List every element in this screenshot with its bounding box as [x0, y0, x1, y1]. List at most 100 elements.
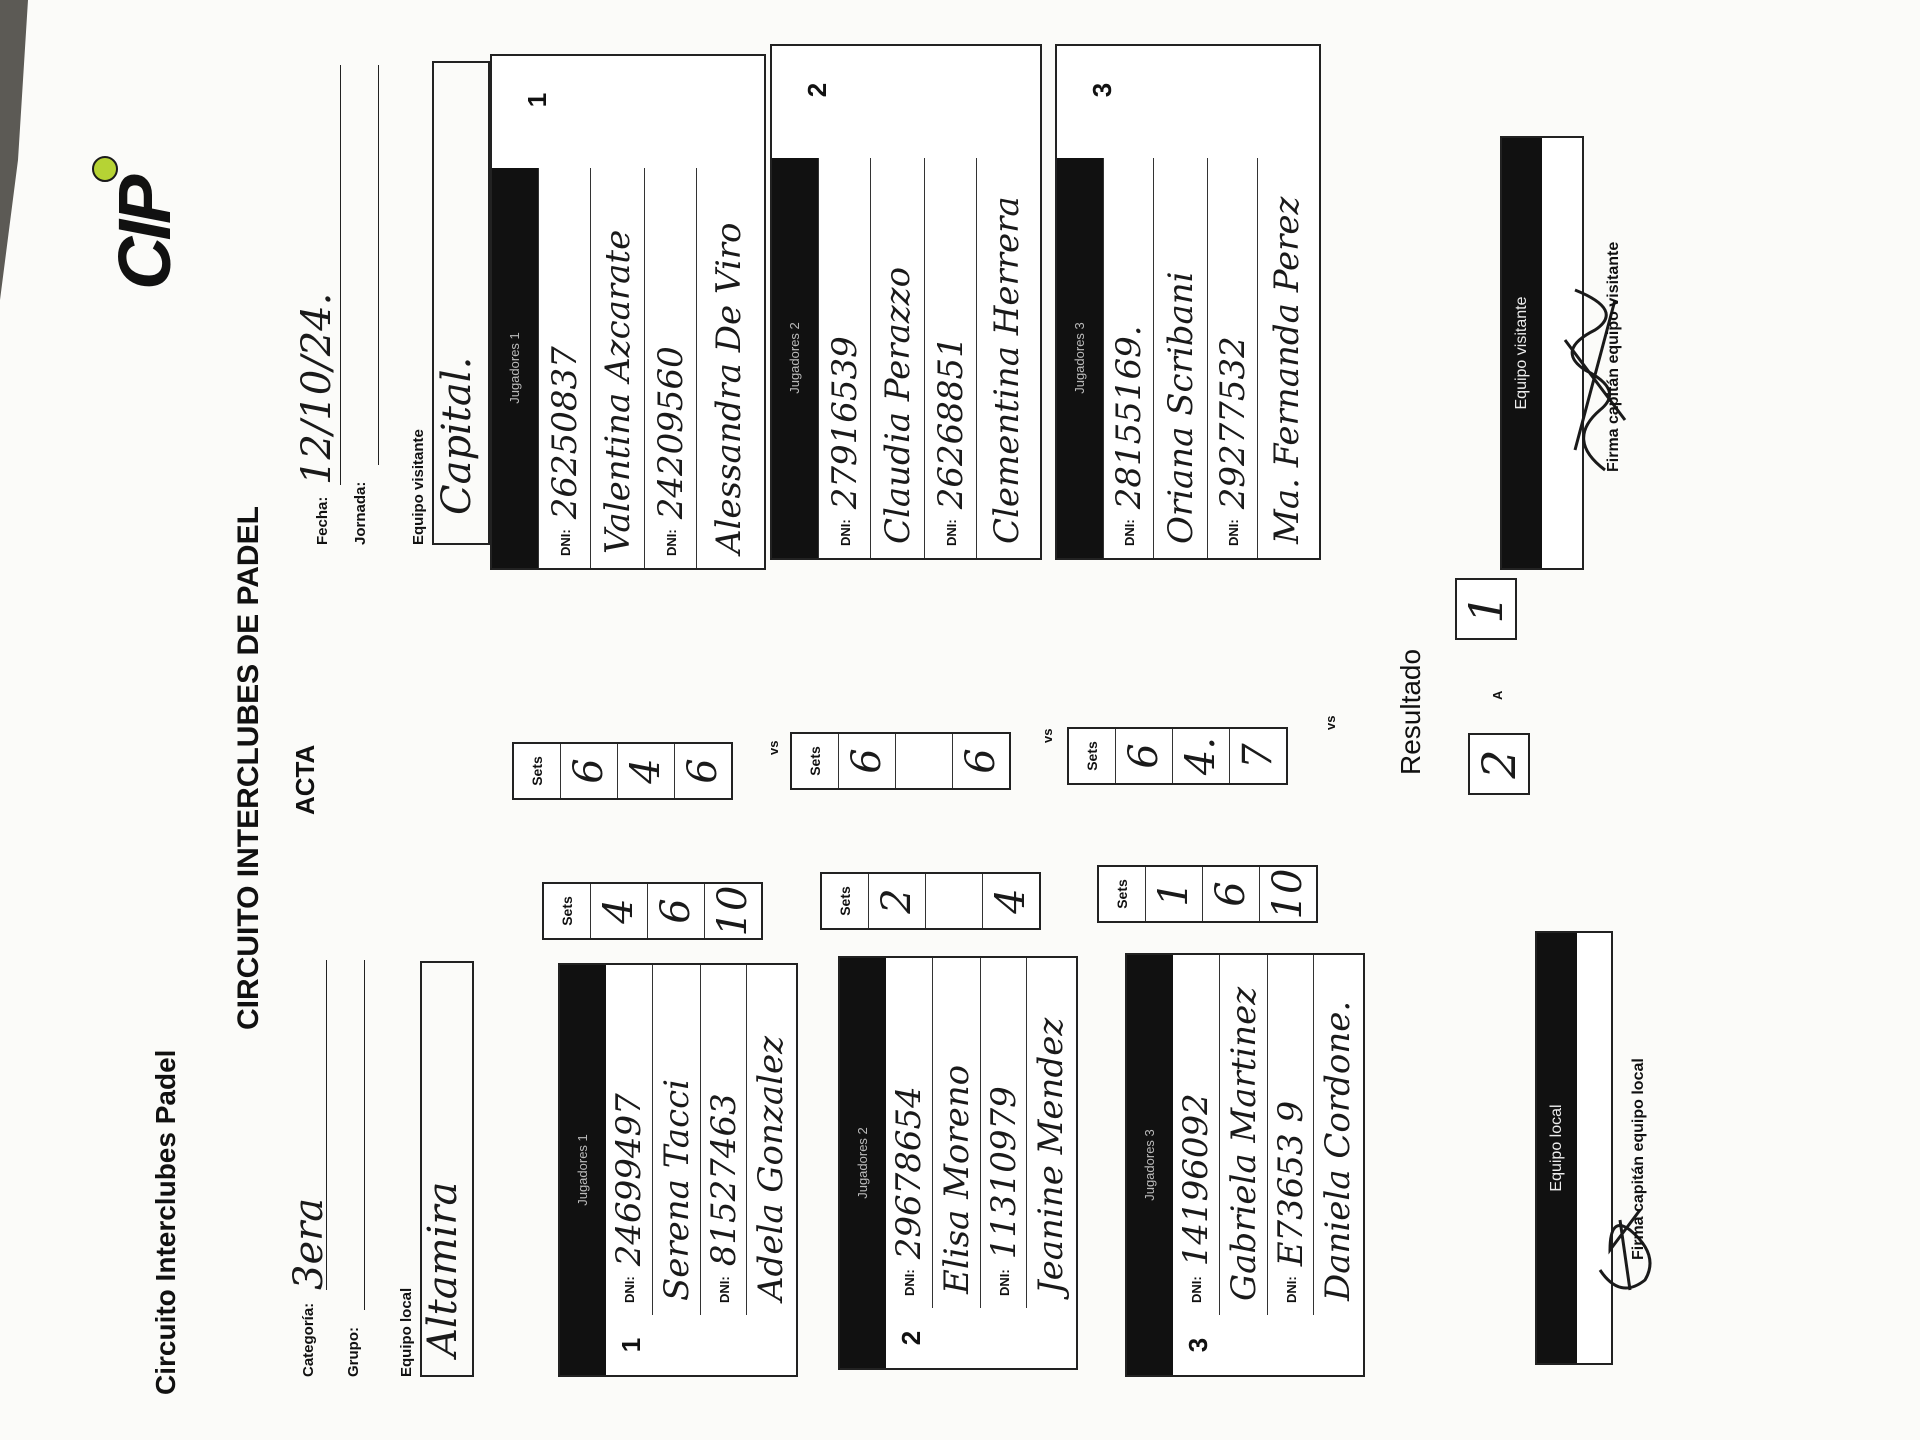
- match-block-2: Jugadores 2 2 DNI:29678654 Elisa Moreno …: [770, 0, 1090, 1440]
- dni-label: DNI:: [621, 1276, 637, 1303]
- visitante-players-header: Jugadores 1: [492, 168, 538, 568]
- dni-label: DNI:: [1121, 519, 1137, 546]
- local-set-2: 6: [648, 884, 705, 938]
- visitante-name2-row: Ma. Fernanda Perez: [1257, 158, 1316, 558]
- result-a-label: A: [1490, 690, 1505, 700]
- sets-header: Sets: [1069, 729, 1116, 783]
- local-dni2: E73653 9: [1271, 1100, 1311, 1267]
- captain-local-caption: Firma capitán equipo local: [1630, 1058, 1647, 1260]
- sets-header: Sets: [544, 884, 591, 938]
- dni-label: DNI:: [1283, 1276, 1299, 1303]
- local-set-1: 2: [869, 874, 926, 928]
- equipo-local-label: Equipo local: [398, 1287, 415, 1377]
- local-sets-box: Sets 2 4: [820, 872, 1041, 930]
- match-number: 3: [1183, 1337, 1213, 1353]
- dni-label: DNI:: [716, 1276, 732, 1303]
- equipo-local-value: Altamira: [420, 1181, 466, 1357]
- local-name2-row: Adela Gonzalez: [746, 965, 795, 1315]
- tennis-ball-icon: [92, 156, 118, 182]
- form-heading: Circuito Interclubes Padel: [150, 1049, 181, 1395]
- match-block-3: Jugadores 3 3 DNI:14196092 Gabriela Mart…: [1055, 0, 1375, 1440]
- local-name2: Jeanine Mendez: [1031, 1017, 1071, 1294]
- dni-label: DNI:: [996, 1269, 1012, 1296]
- dni-label: DNI:: [663, 529, 679, 556]
- visitante-set-1: 6: [839, 734, 896, 788]
- visitante-set-1: 6: [1116, 729, 1173, 783]
- acta-subtitle: ACTA: [290, 744, 320, 815]
- match-number: 2: [896, 1330, 926, 1346]
- local-players-header: Jugadores 3: [1127, 955, 1173, 1375]
- local-name2: Adela Gonzalez: [751, 1035, 791, 1301]
- visitante-name2: Clementina Herrera: [987, 196, 1027, 544]
- dni-label: DNI:: [557, 529, 573, 556]
- local-name1-row: Serena Tacci: [652, 965, 701, 1315]
- captain-visitante-header: Equipo visitante: [1502, 138, 1542, 568]
- captain-local-header: Equipo local: [1537, 933, 1577, 1363]
- dni-label: DNI:: [901, 1269, 917, 1296]
- visitante-dni2: 24209560: [651, 346, 691, 520]
- local-sets-box: Sets 4 6 10: [542, 882, 763, 940]
- local-name1-row: Gabriela Martinez: [1219, 955, 1268, 1315]
- local-set-1: 1: [1146, 867, 1203, 921]
- visitante-name2-row: Alessandra De Viro: [696, 168, 761, 568]
- visitante-name2: Ma. Fernanda Perez: [1267, 196, 1307, 544]
- visitante-sets-box: Sets 6 6: [790, 732, 1011, 790]
- local-dni2-row: DNI:81527463: [700, 965, 747, 1315]
- visitante-dni1-row: DNI: 26250837: [538, 168, 591, 568]
- local-dni1: 24699497: [609, 1093, 649, 1267]
- visitante-dni1: 26250837: [545, 346, 585, 520]
- dni-label: DNI:: [837, 519, 853, 546]
- local-dni1: 14196092: [1176, 1093, 1216, 1267]
- local-dni2: 11310979: [984, 1086, 1024, 1260]
- vs-label: vs: [1323, 715, 1338, 730]
- visitante-set-3: 6: [680, 758, 726, 784]
- local-name1: Serena Tacci: [657, 1078, 697, 1301]
- vs-label: vs: [766, 740, 781, 755]
- sets-header: Sets: [514, 744, 561, 798]
- captain-visitante-signature: [1563, 288, 1627, 472]
- match-number: 1: [616, 1337, 646, 1353]
- visitante-players-header: Jugadores 2: [772, 158, 818, 558]
- local-set-3: 4: [988, 888, 1034, 914]
- equipo-visitante-value: Capital.: [434, 356, 480, 515]
- local-name2: Daniela Cordone.: [1318, 1000, 1358, 1301]
- dni-label: DNI:: [943, 519, 959, 546]
- sets-header: Sets: [822, 874, 869, 928]
- visitante-dni2: 29277532: [1213, 336, 1253, 510]
- visitante-name1-row: Valentina Azcarate: [590, 168, 645, 568]
- captain-visitante-caption: Firma capitán equipo visitante: [1605, 241, 1622, 472]
- local-name1-row: Elisa Moreno: [932, 958, 981, 1308]
- visitante-name1: Claudia Perazzo: [878, 266, 918, 544]
- visitante-name1-row: Oriana Scribani: [1153, 158, 1208, 558]
- visitante-dni2: 26268851: [931, 336, 971, 510]
- visitante-dni1: 27916539: [825, 336, 865, 510]
- visitante-players-box: Jugadores 2 2 DNI: 27916539 Claudia Peraz…: [770, 44, 1042, 560]
- jornada-line: [378, 65, 379, 465]
- match-number-right: 2: [802, 82, 832, 98]
- local-set-2: 6: [1203, 867, 1260, 921]
- equipo-visitante-label: Equipo visitante: [410, 429, 427, 545]
- visitante-name2: Alessandra De Viro: [709, 222, 749, 554]
- local-dni1-row: DNI:29678654: [886, 958, 932, 1308]
- local-dni1-row: DNI:14196092: [1173, 955, 1219, 1315]
- visitante-dni2-row: DNI: 29277532: [1207, 158, 1258, 558]
- local-set-3: 10: [1265, 868, 1311, 920]
- visitante-dni1-row: DNI:28155169.: [1103, 158, 1154, 558]
- visitante-set-2: 4.: [1173, 729, 1230, 783]
- categoria-line: [326, 960, 327, 1290]
- visitante-name1-row: Claudia Perazzo: [870, 158, 925, 558]
- categoria-label: Categoría:: [300, 1302, 317, 1377]
- local-sets-box: Sets 1 6 10: [1097, 865, 1318, 923]
- visitante-dni2-row: DNI: 26268851: [924, 158, 977, 558]
- equipo-local-box: Altamira: [420, 961, 474, 1377]
- local-set-1: 4: [591, 884, 648, 938]
- local-dni2-row: DNI: E73653 9: [1267, 955, 1314, 1315]
- visitante-name1: Oriana Scribani: [1161, 271, 1201, 544]
- dni-label: DNI:: [1225, 519, 1241, 546]
- vs-label: vs: [1040, 728, 1055, 743]
- grupo-label: Grupo:: [345, 1327, 362, 1377]
- visitante-set-2: 4: [618, 744, 675, 798]
- visitante-dni2-row: DNI: 24209560: [644, 168, 697, 568]
- visitante-players-header: Jugadores 3: [1057, 158, 1103, 558]
